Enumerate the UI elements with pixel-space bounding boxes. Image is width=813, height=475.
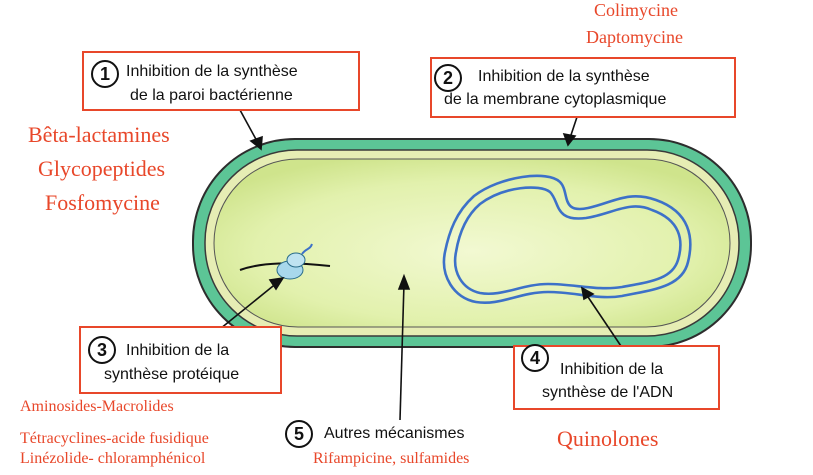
arrow-3-head [268,276,285,291]
mechanism-box-2 [430,57,736,118]
drug-protein-3: Linézolide- chloramphénicol [20,450,206,467]
mechanism-number-3: 3 [88,336,116,364]
mechanism-3-line2: synthèse protéique [104,366,240,383]
mechanism-1-line1: Inhibition de la synthèse [126,63,298,80]
mechanism-1-line2: de la paroi bactérienne [130,87,293,104]
drug-wall-3: Fosfomycine [45,190,160,215]
mechanism-number-5: 5 [285,420,313,448]
arrow-1-line [239,109,259,144]
arrow-2-head [562,132,577,147]
arrow-5-line [399,282,405,421]
arrow-1-head [249,135,263,151]
mechanism-4-line1: Inhibition de la [560,361,664,378]
dna-chromosome-inner [453,186,682,296]
drug-protein-1: Aminosides-Macrolides [20,398,174,415]
mechanism-5-label: Autres mécanismes [324,425,465,442]
mechanism-number-4: 4 [521,344,549,372]
mrna-strand [239,262,331,271]
cytoplasm [213,158,731,328]
drug-membrane-2: Daptomycine [586,27,683,47]
mechanism-box-1 [82,51,360,111]
mechanism-number-1: 1 [91,60,119,88]
drug-other-1: Rifampicine, sulfamides [313,450,470,467]
mechanism-box-3 [79,326,282,394]
mechanism-2-line2: de la membrane cytoplasmique [444,91,667,108]
drug-protein-2: Tétracyclines-acide fusidique [20,430,209,447]
mechanism-4-line2: synthèse de l'ADN [542,384,674,401]
arrow-2-line [569,113,579,139]
arrow-3-line [214,281,279,334]
dna-chromosome-outer [442,174,692,305]
peptide-chain [301,243,313,255]
mechanism-number-2: 2 [434,64,462,92]
mechanism-3-line1: Inhibition de la [126,342,230,359]
drug-wall-2: Glycopeptides [38,156,166,181]
arrow-4-head [580,286,595,301]
drug-dna-1: Quinolones [557,426,659,451]
arrow-5-head [397,273,411,290]
mechanism-2-line1: Inhibition de la synthèse [478,68,650,85]
ribosome-small-subunit [286,252,306,268]
drug-wall-1: Bêta-lactamines [28,122,170,147]
drug-membrane-1: Colimycine [594,0,678,20]
